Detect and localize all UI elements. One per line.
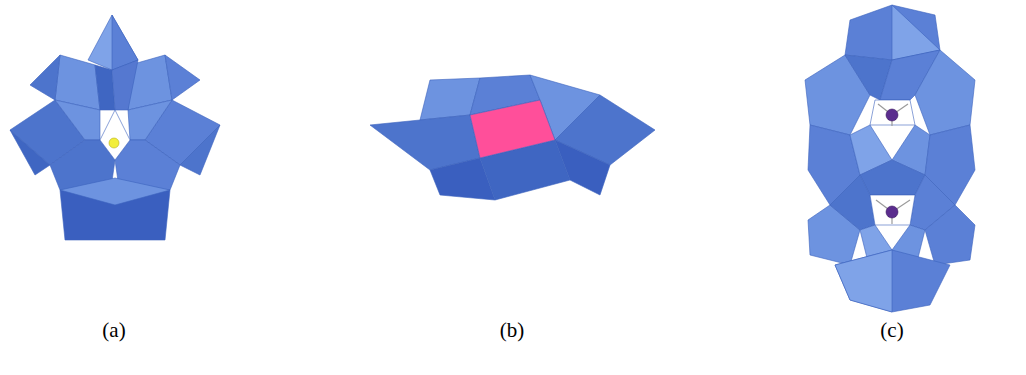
octahedron (88, 15, 138, 70)
octahedron (128, 100, 172, 140)
octahedron (915, 50, 975, 135)
octahedron (925, 205, 975, 265)
dimeric-cluster (805, 5, 975, 312)
octahedron (55, 100, 100, 140)
heteroatom (886, 109, 898, 121)
figure-label: (c) (880, 318, 903, 343)
octahedron (60, 178, 170, 205)
cavity (870, 100, 915, 125)
keggin-cluster (10, 15, 220, 240)
cavity (870, 195, 915, 225)
figure-label: (b) (500, 318, 525, 343)
octahedron (835, 250, 892, 312)
octahedron (30, 55, 60, 100)
bonds (876, 104, 910, 224)
octahedron (860, 160, 925, 195)
octahedron (555, 140, 610, 195)
heteroatom (109, 138, 119, 148)
octahedron (835, 250, 950, 312)
octahedron (10, 130, 50, 175)
central-octahedron (470, 100, 555, 158)
octahedron (830, 175, 875, 230)
octahedron (845, 5, 940, 60)
planar-cluster (370, 75, 655, 200)
cavity (100, 110, 130, 160)
octahedron (165, 55, 200, 100)
heteroatom (886, 206, 898, 218)
octahedron (112, 60, 138, 110)
octahedron (180, 125, 220, 175)
figure-label: (a) (102, 318, 125, 343)
